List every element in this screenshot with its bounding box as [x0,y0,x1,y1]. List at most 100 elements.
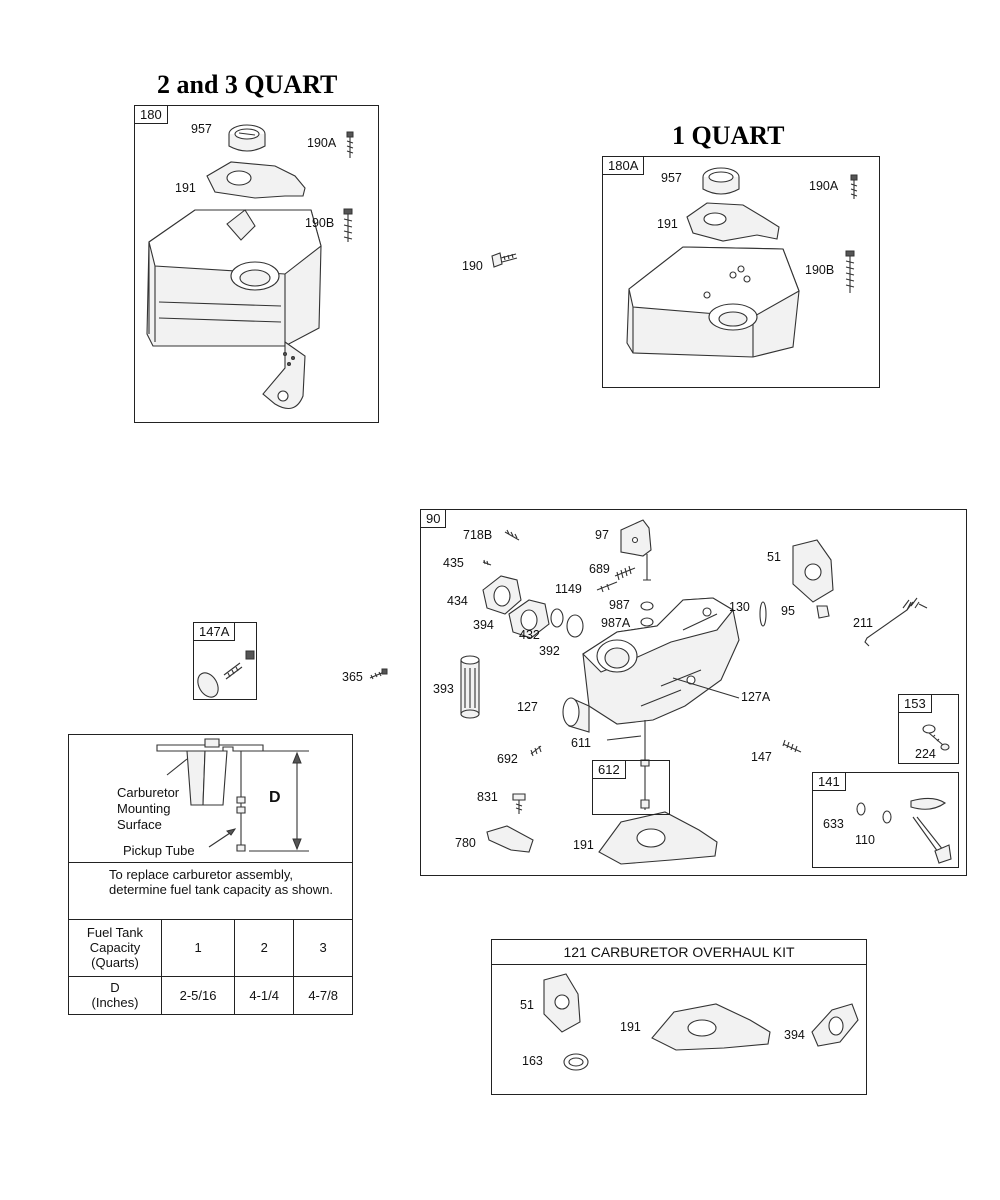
gasket-51-part [544,974,580,1032]
label-190a: 190A [307,136,337,150]
label-191: 191 [175,181,196,195]
label-191: 191 [573,838,594,852]
gasket-51-part [793,540,833,602]
screw-435-part [483,560,491,565]
label-190b: 190B [305,216,335,230]
replacement-note: To replace carburetor assembly, determin… [69,862,352,920]
label-392: 392 [539,644,560,658]
label-190a: 190A [809,179,839,193]
screw-365-part [368,668,388,682]
label-190b: 190B [805,263,835,277]
screw-831-part [513,794,525,814]
oring-163-part [564,1054,588,1070]
gasket-394-part [509,600,549,638]
label-831: 831 [477,790,498,804]
label-611: 611 [571,736,591,750]
dimension-head-line-2: (Inches) [91,995,139,1011]
label-191: 191 [620,1020,641,1034]
spring-689-part [615,566,635,580]
screw-190b-part [846,251,854,293]
label-393: 393 [433,682,454,696]
label-95: 95 [781,604,795,618]
label-110: 110 [855,833,875,847]
screw-190b-part [344,209,352,242]
label-718b: 718B [463,528,493,542]
carb-surface-label-1: Carburetor [117,785,180,800]
label-51: 51 [767,550,781,564]
gasket-191-part [687,203,779,241]
table-row: D (Inches) 2-5/16 4-1/4 4-7/8 [69,975,352,1014]
label-130: 130 [729,600,750,614]
fuel-tank-capacity-table: Carburetor Mounting Surface Pickup Tube … [68,734,353,1015]
washer-987a-part [641,618,653,626]
label-432: 432 [519,628,540,642]
table-cell: 1 [160,920,236,977]
pickup-tube-611-part [607,720,649,810]
dimension-d-label: D [269,789,281,806]
ref-tag-141: 141 [813,773,846,791]
fuel-tank-2-3-quart-box: 180 [134,105,379,423]
overhaul-kit-illustration [492,940,868,1096]
label-147: 147 [751,750,772,764]
carb-surface-label-3: Surface [117,817,162,832]
label-163: 163 [522,1054,543,1068]
ref-tag-180: 180 [135,106,168,124]
ref-tag-612: 612 [593,761,626,779]
part-130 [760,602,766,626]
label-957: 957 [661,171,682,185]
label-1149: 1149 [555,582,582,596]
label-987: 987 [609,598,630,612]
pickup-tube-diagram: Carburetor Mounting Surface Pickup Tube … [69,735,352,863]
pin-718b-part [505,530,519,540]
bolt-190-part [490,250,520,274]
sub-153-illustration [899,695,960,765]
label-190: 190 [462,259,483,273]
fuel-tank-body-part [147,210,321,409]
filter-393-part [461,656,479,718]
washer-987-part [641,602,653,610]
screw-1149-part [597,582,617,592]
sub-box-612: 612 [592,760,670,815]
oring-432-part [551,609,563,627]
ref-tag-153: 153 [899,695,932,713]
fuel-tank-body-part [627,247,799,357]
gasket-191-part [652,1004,770,1050]
bracket-97-part [621,520,651,580]
pickup-tube-label: Pickup Tube [123,843,195,858]
carburetor-assembly-box: 90 [420,509,967,876]
ref-tag-147a: 147A [194,623,236,641]
label-780: 780 [455,836,476,850]
label-987a: 987A [601,616,631,630]
label-689: 689 [589,562,610,576]
table-cell: 3 [293,920,352,977]
carburetor-body-part [563,598,739,732]
sub-141-illustration [813,773,960,869]
label-191: 191 [657,217,678,231]
spring-692-part [531,746,541,756]
label-394: 394 [784,1028,805,1042]
label-127: 127 [517,700,538,714]
capacity-head-line-1: Fuel Tank [86,925,144,941]
part-95 [817,606,829,618]
fuel-cap-part [229,125,265,151]
label-51: 51 [520,998,534,1012]
sub-box-153: 153 224 [898,694,959,764]
carburetor-illustration [421,510,968,877]
kit-147a-illustration [194,623,258,701]
kit-147a-box: 147A [193,622,257,700]
table-cell: D (Inches) [69,975,162,1014]
gasket-394-part [812,1004,858,1046]
capacity-head-line-2: Capacity [89,940,141,956]
oring-392-part [567,615,583,637]
fuel-cap-part [703,168,739,194]
gasket-191-part [599,812,717,864]
ref-tag-180a: 180A [603,157,645,175]
overhaul-kit-box: 121 CARBURETOR OVERHAUL KIT 51 191 394 1… [491,939,867,1095]
title-2-3-quart: 2 and 3 QUART [157,70,338,99]
bracket-780-part [487,826,533,852]
pickup-tube-illustration [69,735,352,862]
table-cell: 4-7/8 [293,975,352,1014]
carb-surface-label-2: Mounting [117,801,171,816]
table-cell: 2-5/16 [160,975,236,1014]
